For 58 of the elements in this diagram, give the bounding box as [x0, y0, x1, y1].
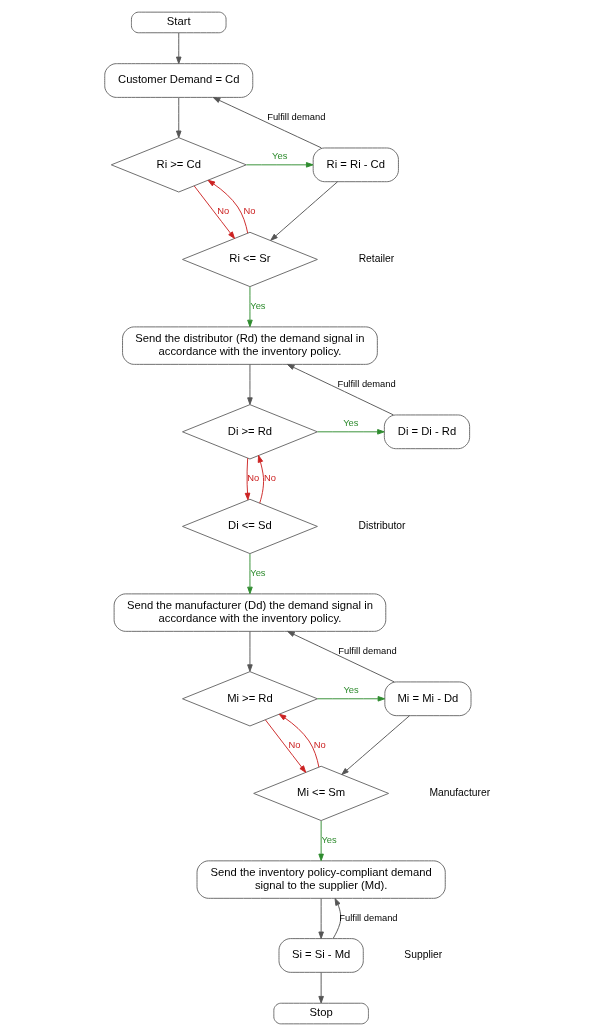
arrow: [318, 820, 324, 862]
label: Retailer: [358, 253, 395, 265]
arrow: [332, 898, 342, 939]
node-box: Customer Demand = Cd: [104, 63, 254, 98]
node-diamond: Ri >= Cd: [110, 137, 247, 193]
node-diamond: Mi >= Rd: [182, 671, 318, 727]
arrow: [317, 696, 386, 702]
node-box: Di = Di - Rd: [383, 414, 471, 450]
arrow: [176, 32, 182, 65]
arrow: [287, 630, 395, 683]
arrow: [318, 897, 324, 939]
edge-label: Fulfill demand: [339, 912, 398, 923]
arrow: [257, 455, 265, 504]
edge-label: Yes: [343, 418, 359, 429]
node-box: Send the distributor (Rd) the demand signal in accordance with the inventory policy.: [122, 326, 378, 365]
arrow: [207, 179, 249, 234]
edge-label: No: [313, 740, 326, 751]
arrow: [264, 719, 307, 773]
edge-label: No: [264, 473, 277, 484]
label: Manufacturer: [429, 787, 491, 799]
arrow: [287, 363, 394, 416]
node-box: Ri = Ri - Cd: [312, 147, 399, 183]
arrow: [318, 971, 324, 1004]
edge-label: Yes: [321, 835, 337, 846]
edge-label: No: [288, 740, 301, 751]
edge-label: Yes: [343, 685, 359, 696]
arrow: [193, 185, 235, 239]
node-box: Si = Si - Md: [278, 938, 364, 973]
arrow: [247, 630, 253, 672]
arrow: [341, 715, 411, 775]
arrow: [278, 713, 320, 768]
label: Supplier: [404, 949, 443, 961]
node-diamond: Di <= Sd: [182, 498, 318, 555]
edge-label: Fulfill demand: [338, 645, 397, 656]
edge-label: Fulfill demand: [267, 111, 326, 122]
arrow: [176, 97, 182, 139]
arrow: [244, 457, 251, 501]
node-box: Send the inventory policy-compliant demand signal to the supplier (Md).: [196, 860, 446, 899]
label: Distributor: [358, 520, 406, 532]
arrow: [247, 553, 253, 595]
edge-label: No: [247, 473, 260, 484]
edge-label: No: [243, 206, 256, 217]
edge-label: Fulfill demand: [337, 378, 396, 389]
node-box: Send the manufacturer (Dd) the demand signal in accordance with the inventory policy.: [113, 593, 387, 632]
edge-label: Yes: [272, 151, 288, 162]
edge-label: Yes: [250, 301, 266, 312]
arrow: [212, 97, 322, 149]
node-box: Mi = Mi - Dd: [384, 681, 472, 717]
arrow: [317, 429, 385, 435]
arrow: [245, 162, 314, 168]
edge-label: No: [217, 206, 230, 217]
arrow: [270, 181, 339, 241]
edge-label: Yes: [250, 568, 266, 579]
arrow: [247, 286, 253, 328]
node-box: Start: [130, 11, 227, 34]
node-diamond: Di >= Rd: [182, 404, 318, 460]
node-box: Stop: [273, 1002, 369, 1025]
arrow: [247, 363, 253, 405]
